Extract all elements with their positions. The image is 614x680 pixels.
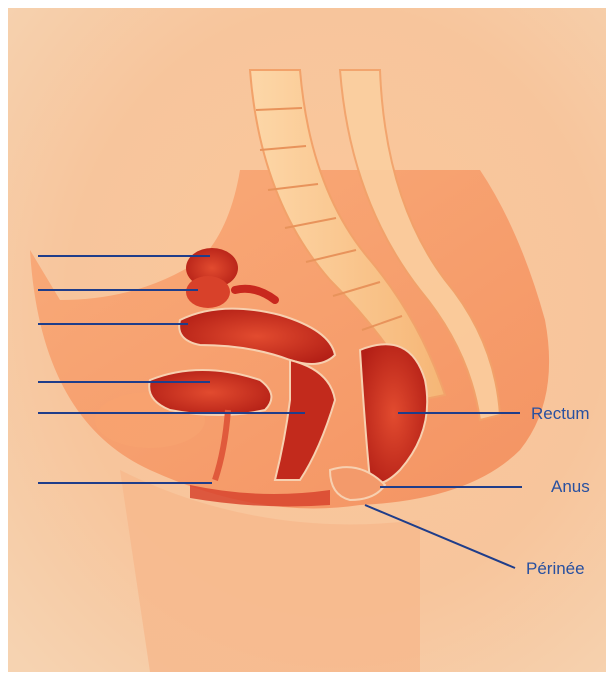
anus-label: Anus xyxy=(551,478,590,495)
rectum-label: Rectum xyxy=(531,405,590,422)
perinee-label: Périnée xyxy=(526,560,585,577)
ovary-lower xyxy=(186,276,230,308)
